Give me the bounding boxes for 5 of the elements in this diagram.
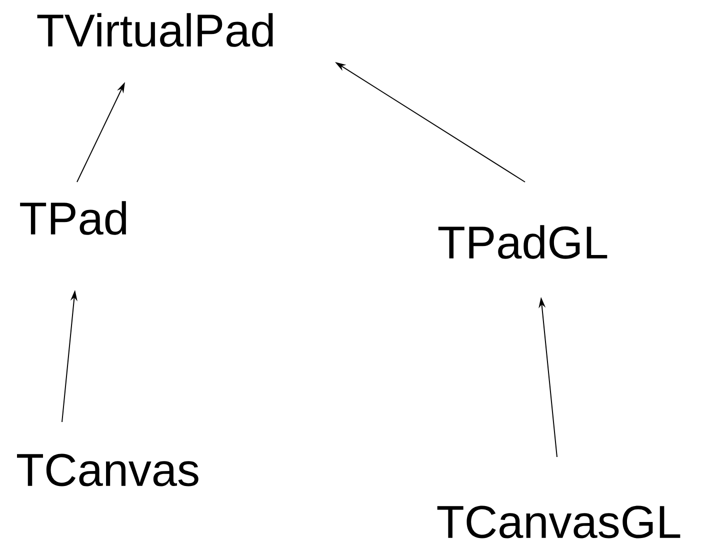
class-label: TCanvasGL [437, 506, 680, 538]
class-label: TCanvas [17, 454, 198, 486]
class-label: TVirtualPad [37, 13, 273, 47]
class-label: TPadGL [438, 225, 608, 259]
class-label: TPad [20, 201, 126, 235]
